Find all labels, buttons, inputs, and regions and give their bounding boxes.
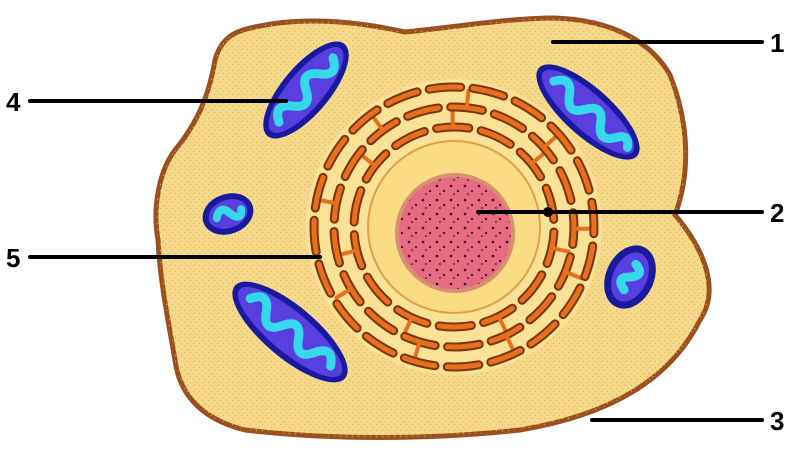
label-5-endoplasmic-reticulum: 5 xyxy=(6,243,20,273)
label-2-nucleus: 2 xyxy=(770,198,784,228)
label-4-mitochondrion: 4 xyxy=(6,87,21,117)
nucleus xyxy=(397,175,513,291)
er-cisterna xyxy=(447,365,479,367)
er-cisterna xyxy=(437,127,469,129)
leader-dot-2 xyxy=(543,207,553,217)
er-cisterna xyxy=(573,213,574,245)
er-cisterna xyxy=(314,220,316,252)
label-1-cytoplasm: 1 xyxy=(770,28,784,58)
er-cisterna xyxy=(448,344,480,347)
chromatin-dots xyxy=(399,177,511,289)
er-cisterna xyxy=(429,87,461,89)
label-3-cell-membrane: 3 xyxy=(770,406,784,436)
er-cross-link xyxy=(467,91,469,105)
er-cross-link xyxy=(320,200,334,203)
er-cisterna xyxy=(439,326,471,328)
er-cisterna xyxy=(592,202,594,234)
